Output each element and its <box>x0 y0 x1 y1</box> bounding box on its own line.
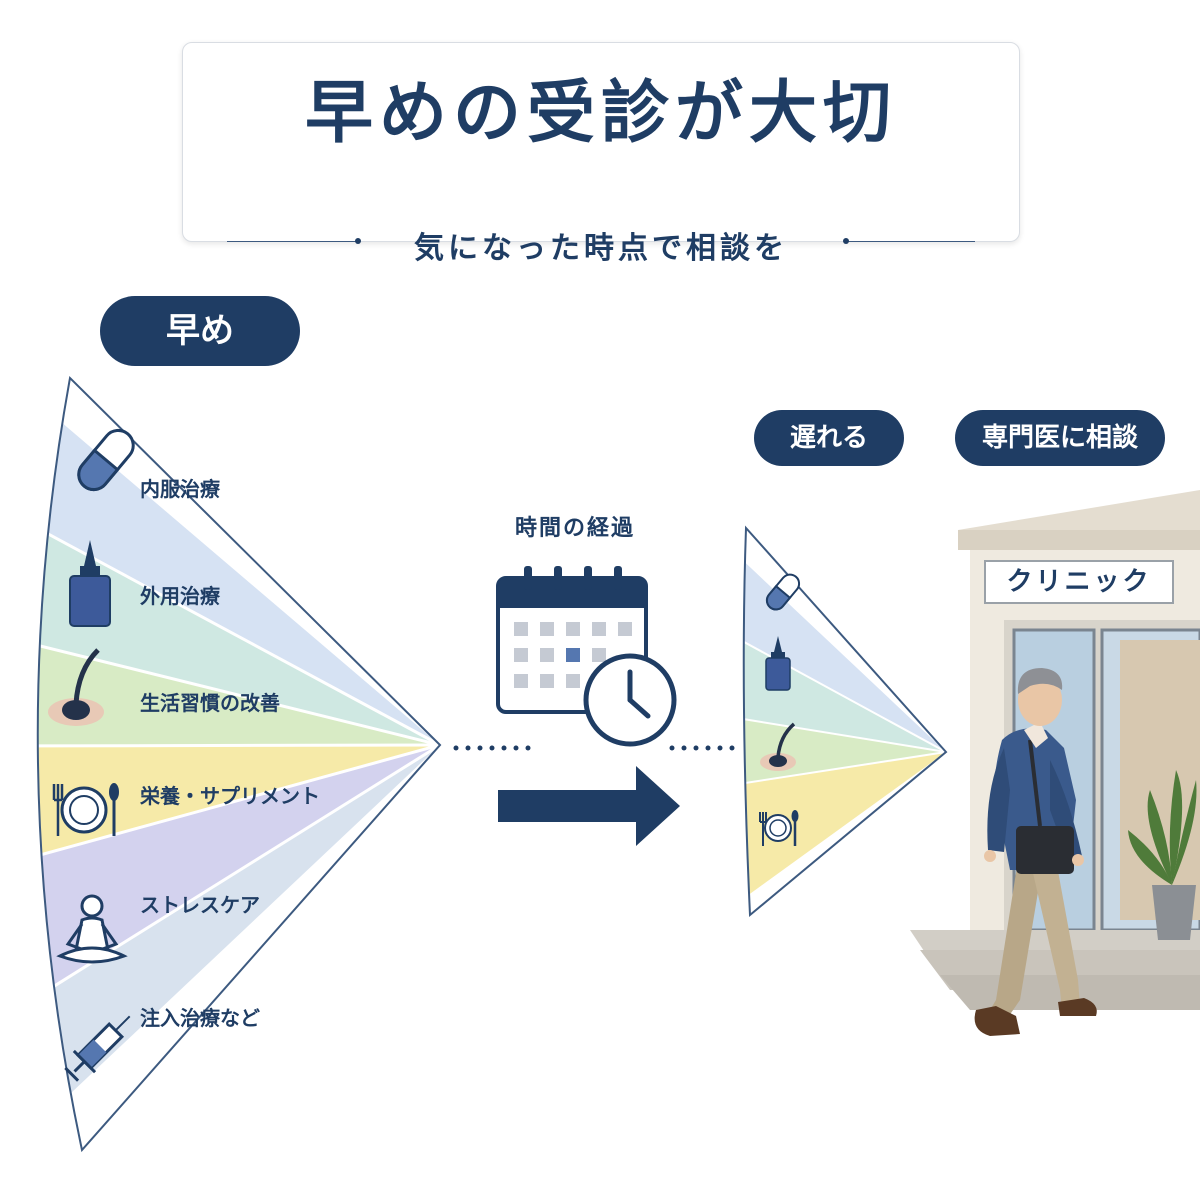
hair-follicle-icon <box>760 722 796 771</box>
subtitle-left-dot <box>355 238 361 244</box>
early-badge: 早め <box>100 296 300 366</box>
page-subtitle: 気になった時点で相談を <box>414 231 788 266</box>
late-badge: 遅れる <box>754 410 904 466</box>
consult-specialist-badge: 専門医に相談 <box>955 410 1165 466</box>
early-options-fan <box>37 378 441 1150</box>
late-options-fan <box>743 528 946 915</box>
meditation-person-icon <box>56 894 128 964</box>
walking-man-illustration <box>974 668 1097 1036</box>
page-title: 早めの受診が大切 <box>304 74 897 153</box>
clock-icon <box>583 653 677 747</box>
syringe-icon <box>64 1015 131 1082</box>
subtitle-right-dot <box>843 238 849 244</box>
capsule-icon <box>77 428 135 492</box>
option-label-nutrition: 栄養・サプリメント <box>139 784 320 808</box>
dropper-bottle-icon <box>69 540 111 627</box>
time-passing-label: 時間の経過 <box>514 516 635 541</box>
hair-follicle-icon <box>48 648 104 726</box>
subtitle-left-line <box>227 241 357 242</box>
dropper-bottle-icon <box>765 636 791 691</box>
fan-band-injection <box>37 745 440 1150</box>
option-label-topical: 外用治療 <box>140 584 220 608</box>
header-card: 早めの受診が大切 気になった時点で相談を <box>182 42 1020 266</box>
subtitle-right-line <box>845 241 975 242</box>
capsule-icon <box>765 573 801 611</box>
dotted-connector-left <box>453 745 531 751</box>
potted-plant <box>1128 770 1197 940</box>
option-label-stress: ストレスケア <box>140 893 260 917</box>
dotted-connector-right <box>669 745 735 751</box>
option-label-lifestyle: 生活習慣の改善 <box>140 691 280 715</box>
plate-fork-spoon-icon <box>52 783 119 836</box>
option-label-oral: 内服治療 <box>140 477 220 501</box>
clinic-sign: クリニック <box>984 560 1174 604</box>
time-arrow-icon <box>498 766 680 846</box>
plate-fork-spoon-icon <box>759 810 799 846</box>
option-label-injection: 注入治療など <box>140 1006 260 1030</box>
